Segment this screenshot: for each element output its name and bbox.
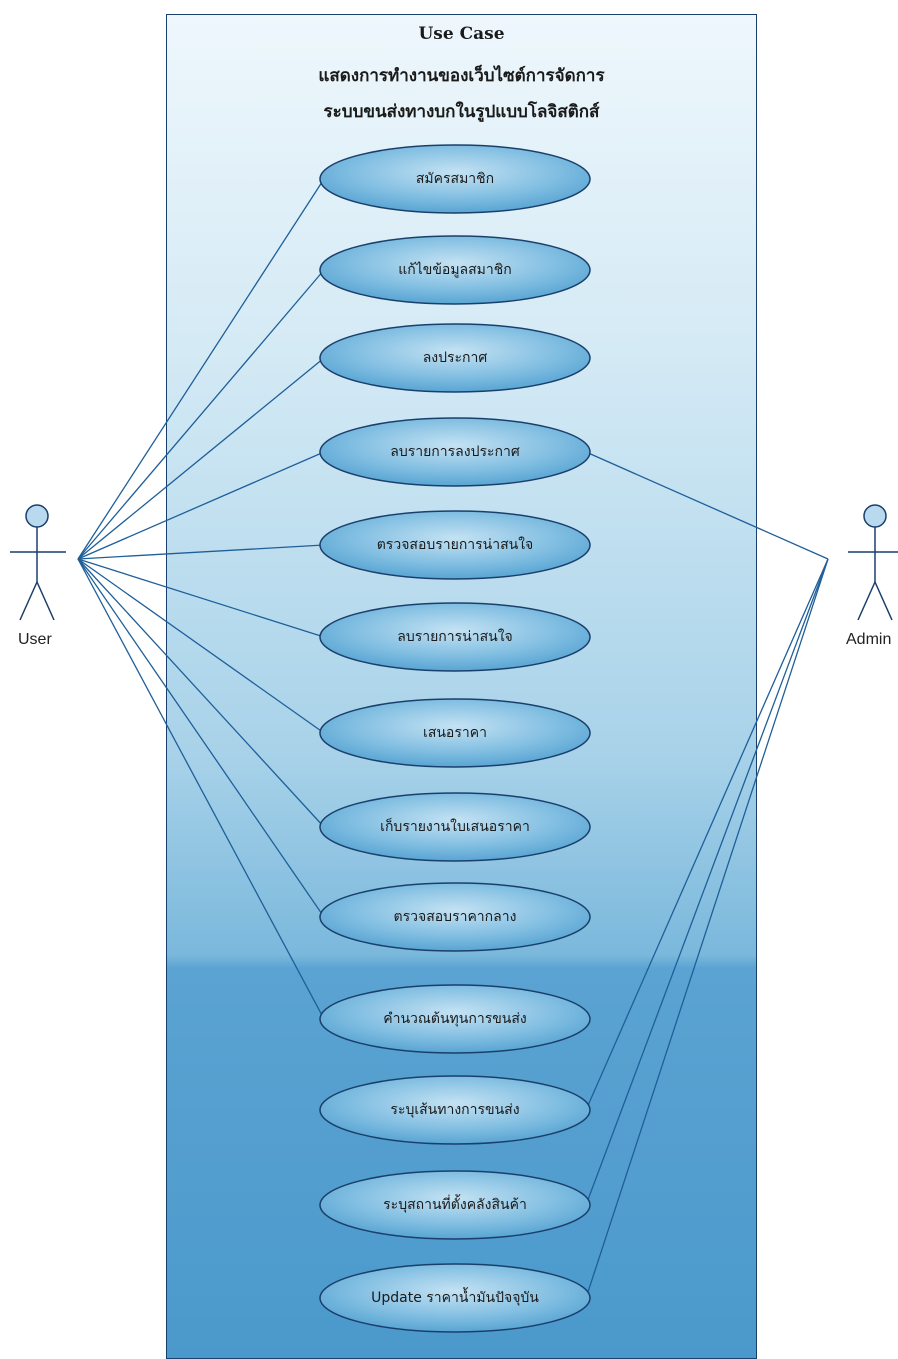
use-case-label-store-quote-report: เก็บรายงานใบเสนอราคา	[380, 819, 530, 835]
admin-association-line	[585, 558, 829, 1111]
user-association-line	[77, 178, 325, 560]
use-case-label-update-fuel-price: Update ราคาน้ำมันปัจจุบัน	[371, 1290, 539, 1306]
use-case-ellipse-calc-shipping-cost	[319, 984, 591, 1054]
use-case-label-bid-price: เสนอราคา	[423, 725, 487, 741]
user-association-line	[77, 357, 325, 560]
use-case-label-check-reference-price: ตรวจสอบราคากลาง	[393, 909, 517, 925]
admin-actor-label: Admin	[846, 631, 892, 648]
user-association-line	[77, 558, 325, 918]
use-case-ellipse-delete-listing	[319, 417, 591, 487]
diagram-subtitle-line1: แสดงการทำงานของเว็บไซต์การจัดการ	[318, 66, 605, 86]
diagram-subtitle-line2: ระบบขนส่งทางบกในรูปแบบโลจิสติกส์	[323, 102, 600, 122]
use-case-ellipse-post-listing	[319, 323, 591, 393]
use-case-ellipse-store-quote-report	[319, 792, 591, 862]
use-case-label-calc-shipping-cost: คำนวณต้นทุนการขนส่ง	[383, 1011, 527, 1027]
diagram-title: Use Case	[418, 24, 505, 44]
use-case-ellipse-set-warehouse	[319, 1170, 591, 1240]
use-case-label-check-interest: ตรวจสอบรายการน่าสนใจ	[376, 537, 534, 553]
use-case-ellipse-update-fuel-price	[319, 1263, 591, 1333]
user-association-line	[77, 558, 325, 828]
admin-association-line	[585, 558, 829, 1206]
use-case-label-register-member: สมัครสมาชิก	[415, 171, 495, 187]
user-association-line	[77, 269, 325, 560]
admin-actor-icon	[848, 504, 898, 621]
use-case-label-post-listing: ลงประกาศ	[422, 350, 488, 366]
user-association-line	[77, 544, 325, 560]
admin-association-line	[585, 558, 829, 1299]
user-association-line	[77, 558, 325, 1020]
use-case-label-delete-interest: ลบรายการน่าสนใจ	[397, 629, 513, 645]
use-case-ellipse-check-interest	[319, 510, 591, 580]
user-association-line	[77, 451, 325, 560]
use-case-ellipse-set-route	[319, 1075, 591, 1145]
user-actor-icon	[10, 504, 66, 621]
use-case-label-edit-member: แก้ไขข้อมูลสมาชิก	[398, 262, 512, 278]
use-case-label-set-warehouse: ระบุสถานที่ตั้งคลังสินค้า	[383, 1197, 527, 1213]
use-case-label-delete-listing: ลบรายการลงประกาศ	[390, 444, 520, 460]
user-association-line	[77, 558, 325, 734]
use-case-ellipse-register-member	[319, 144, 591, 214]
use-case-ellipse-edit-member	[319, 235, 591, 305]
use-case-ellipse-delete-interest	[319, 602, 591, 672]
admin-association-line	[585, 451, 829, 560]
user-association-line	[77, 558, 325, 638]
use-case-ellipse-bid-price	[319, 698, 591, 768]
user-actor-label: User	[18, 631, 52, 648]
use-case-ellipse-check-reference-price	[319, 882, 591, 952]
use-case-label-set-route: ระบุเส้นทางการขนส่ง	[390, 1102, 520, 1118]
